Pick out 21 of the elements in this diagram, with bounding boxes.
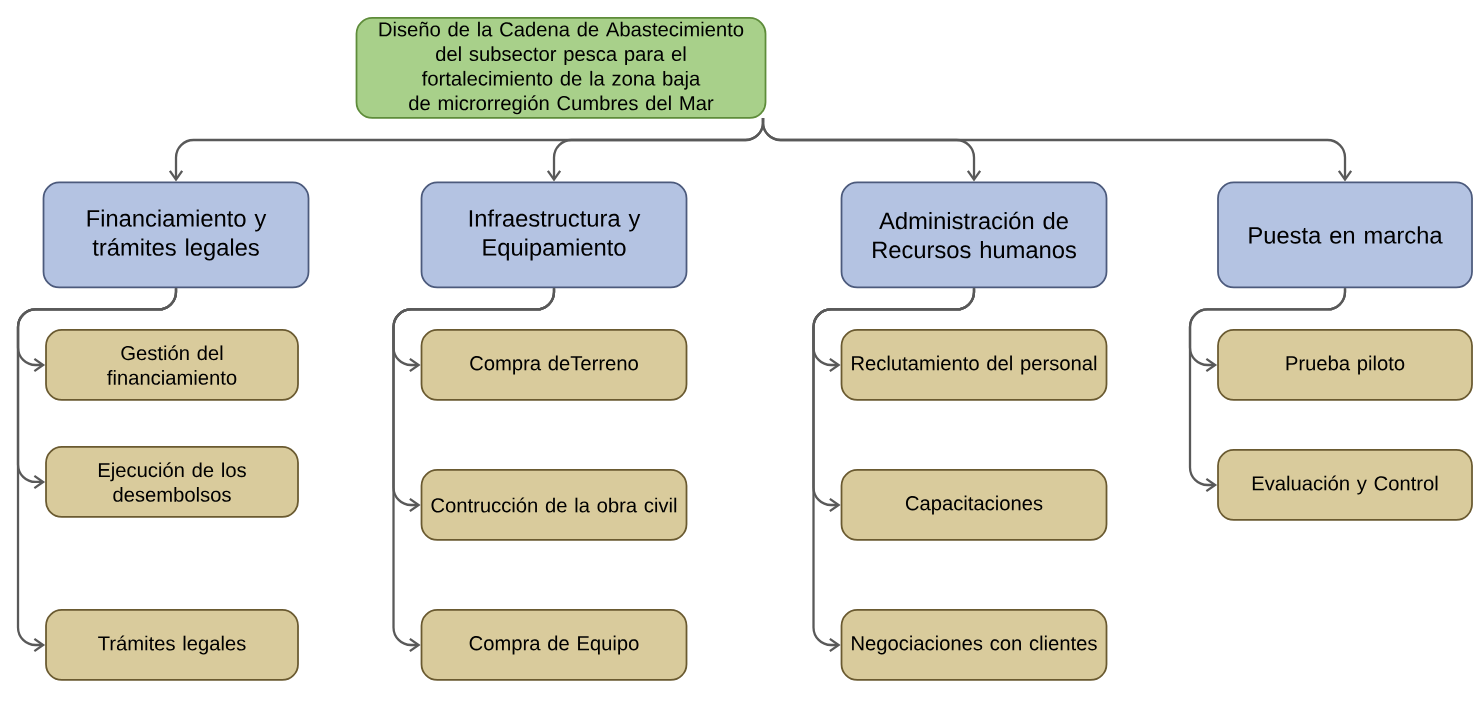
task-box: Capacitaciones bbox=[840, 469, 1108, 541]
task-box: Compra de Equipo bbox=[420, 609, 688, 681]
task-box: Ejecución de los desembolsos bbox=[45, 446, 299, 518]
root-box: Diseño de la Cadena de Abastecimiento del subsector pesca para el fortalecimiento de la zona baja de microrregión Cumbres del Mar bbox=[355, 17, 767, 119]
task-box: Trámites legales bbox=[45, 609, 299, 681]
category-box: Administración de Recursos humanos bbox=[840, 181, 1108, 289]
task-box: Contrucción de la obra civil bbox=[420, 469, 688, 541]
task-box: Negociaciones con clientes bbox=[840, 609, 1108, 681]
task-box: Gestión del financiamiento bbox=[45, 329, 299, 401]
connector-arrow bbox=[1188, 288, 1347, 493]
task-box: Prueba piloto bbox=[1217, 329, 1473, 401]
connector-arrow bbox=[761, 117, 1353, 182]
task-box: Evaluación y Control bbox=[1217, 449, 1473, 521]
task-box: Compra deTerreno bbox=[420, 329, 688, 401]
connector-arrow bbox=[392, 288, 556, 653]
connector-arrow bbox=[16, 288, 178, 653]
category-box: Puesta en marcha bbox=[1217, 181, 1473, 289]
category-box: Infraestructura y Equipamiento bbox=[420, 181, 688, 289]
category-box: Financiamiento y trámites legales bbox=[42, 181, 310, 289]
connector-arrow bbox=[812, 288, 976, 653]
task-box: Reclutamiento del personal bbox=[840, 329, 1108, 401]
